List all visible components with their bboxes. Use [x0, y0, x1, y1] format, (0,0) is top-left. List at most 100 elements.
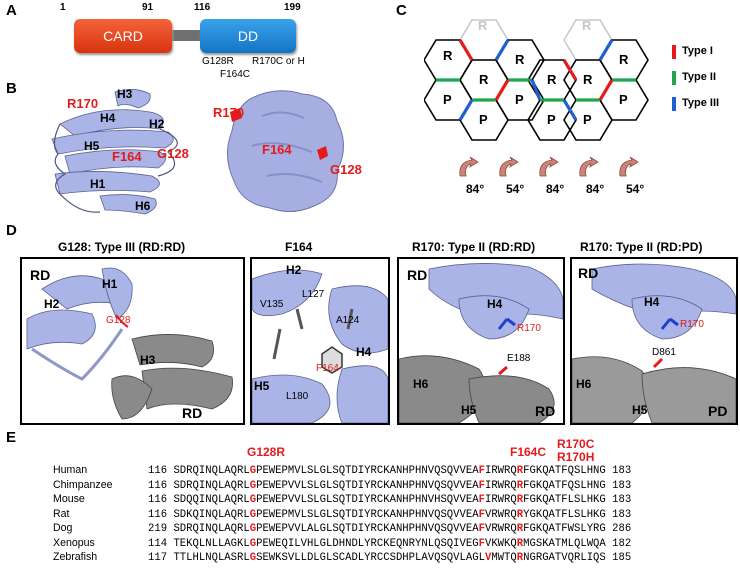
seq-post: FGKQATFQSLHNG [523, 465, 606, 477]
seq-pre: SDRQINQLAQRL [173, 465, 250, 477]
seq-pre: SDQQINQLAQRL [173, 494, 250, 506]
b-r170-right: R170 [213, 105, 245, 120]
species-name: Mouse [53, 493, 85, 505]
seq-end: 183 [612, 465, 632, 477]
surface-structure [227, 90, 344, 212]
position-91: 91 [142, 2, 154, 13]
seq-start: 116 [148, 508, 168, 521]
d3-h5: H5 [461, 403, 477, 417]
seq-pre: SDRQINQLAQRL [173, 523, 250, 535]
dd-label: DD [237, 28, 259, 44]
mutation-r170: R170C or H [252, 56, 305, 67]
d2-v135: V135 [260, 299, 284, 310]
dd-domain: DD [200, 19, 296, 53]
angle-2: 54° [506, 182, 525, 196]
angle-3: 84° [546, 182, 565, 196]
d4-r170: R170 [680, 319, 704, 330]
seq-end: 183 [612, 479, 632, 492]
seq-mid2: VRWRQ [484, 523, 517, 535]
seq-f164: F [478, 508, 485, 521]
seq-mid2: VKWKQ [484, 537, 517, 550]
seq-mid2: IRWRQ [484, 479, 517, 492]
hex-r-4: R [547, 72, 557, 87]
seq-g128: G [249, 494, 257, 506]
hex-r-ghost-1: R [478, 18, 488, 33]
seq-mid: SEWKSVLLDLGLSCADLYRCCSDHPLAVQSQVLAGL [256, 552, 485, 564]
seq-start: 219 [148, 523, 168, 535]
d2-a124: A124 [336, 315, 360, 326]
species-name: Xenopus [53, 536, 95, 549]
d-box4-art [572, 263, 736, 423]
seq-f164: F [478, 523, 485, 535]
d1-rd-top: RD [30, 267, 51, 283]
e-mut-r170h: R170H [557, 450, 595, 464]
b-h6: H6 [135, 199, 151, 213]
card-domain: CARD [74, 19, 172, 53]
d4-h5: H5 [632, 403, 648, 417]
card-label: CARD [103, 28, 143, 44]
seq-post: YGKQATFLSLHKG [523, 508, 606, 521]
seq-f164: F [478, 494, 485, 506]
angle-4: 84° [586, 182, 605, 196]
legend-swatch-type3 [672, 97, 676, 111]
d1-h3: H3 [140, 353, 156, 367]
seq-pre: SDRQINQLAQRL [173, 479, 250, 492]
hex-p-1: P [443, 92, 452, 107]
hex-r-3: R [515, 52, 525, 67]
d4-pd: PD [708, 403, 728, 419]
b-f164-left: F164 [112, 149, 142, 164]
hex-p-3: P [515, 92, 524, 107]
d2-l180: L180 [286, 391, 309, 402]
seq-g128: G [249, 552, 257, 564]
seq-end: 286 [612, 523, 632, 535]
seq-f164: F [478, 537, 485, 550]
d2-h5: H5 [254, 379, 270, 393]
legend-label-type3: Type III [682, 97, 720, 109]
seq-r170: R [516, 537, 524, 550]
type-legend: Type I Type II Type III [672, 42, 738, 122]
seq-mid: PEWEQILVHLGLDHNDLYRCKEQNRYNLQSQIVEG [256, 537, 479, 550]
d-title-3: R170: Type II (RD:RD) [412, 240, 536, 254]
d1-g128: G128 [106, 315, 131, 326]
species-name: Dog [53, 522, 73, 534]
d1-h2: H2 [44, 297, 60, 311]
seq-post: FGKQATFLSLHKG [523, 494, 606, 506]
align-row: Mouse 116 SDQQINQLAQRLGPEWEPVVLSLGLSQTDIY… [53, 493, 631, 507]
species-name: Chimpanzee [53, 478, 113, 491]
seq-mid2: VRWRQ [484, 508, 517, 521]
seq-f164: F [478, 479, 485, 492]
seq-post: FGKQATFQSLHNG [523, 479, 606, 492]
species-name: Human [53, 464, 88, 476]
d1-rd-bottom: RD [182, 405, 203, 421]
position-1: 1 [60, 2, 66, 13]
hex-p-6: P [619, 92, 628, 107]
hex-r-2: R [479, 72, 489, 87]
hex-p-2: P [479, 112, 488, 127]
seq-start: 116 [148, 494, 168, 506]
d3-rd-bottom: RD [535, 403, 556, 419]
hex-p-5: P [583, 112, 592, 127]
b-h4: H4 [100, 111, 116, 125]
rotation-arrows [459, 156, 639, 177]
panel-label-d: D [6, 222, 17, 239]
seq-end: 182 [612, 537, 632, 550]
legend-swatch-type2 [672, 71, 676, 85]
d2-f164: F164 [316, 363, 339, 374]
seq-start: 116 [148, 465, 168, 477]
panel-label-a: A [6, 2, 17, 19]
seq-start: 117 [148, 552, 168, 564]
mutation-f164c: F164C [220, 69, 251, 80]
d-title-1: G128: Type III (RD:RD) [58, 240, 186, 254]
seq-mid2: IRWRQ [484, 494, 517, 506]
mutation-g128r: G128R [202, 56, 234, 67]
seq-mid: PEWEPVVLSLGLSQTDIYRCKANHPHNVQSQVVEA [256, 479, 479, 492]
hexagon-lattice [424, 19, 649, 141]
b-r170-left: R170 [67, 96, 99, 111]
legend-label-type2: Type II [682, 71, 717, 83]
panel-label-e: E [6, 429, 17, 446]
seq-mid: PEWEPVVLSLGLSQTDIYRCKANHPHNVHSQVVEA [256, 494, 479, 506]
seq-r170: R [516, 465, 524, 477]
